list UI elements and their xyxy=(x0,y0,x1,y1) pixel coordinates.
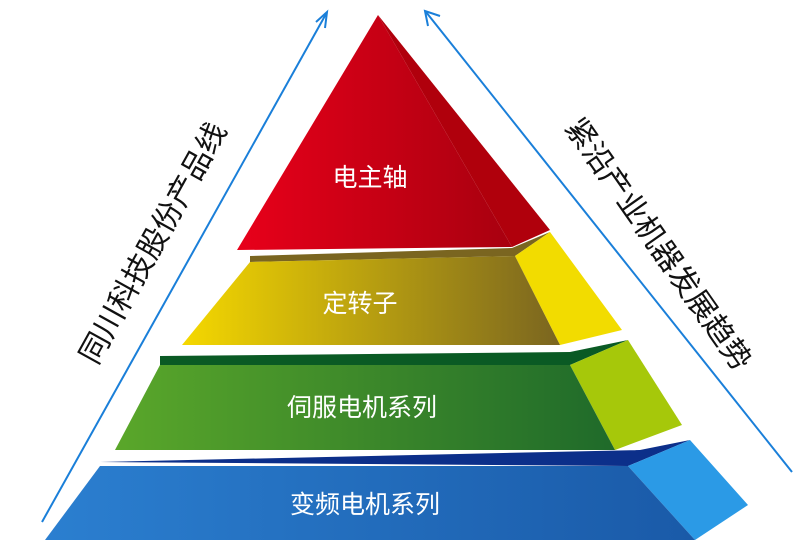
layer-servo-motor xyxy=(115,340,682,450)
layer-label-spindle: 电主轴 xyxy=(332,163,407,192)
left-arrow xyxy=(41,9,329,523)
layer-label-servo-motor: 伺服电机系列 xyxy=(287,393,437,422)
layer-label-inverter-motor: 变频电机系列 xyxy=(290,490,440,519)
layer-inverter-motor xyxy=(45,440,748,540)
layer-spindle xyxy=(237,15,550,250)
right-arrow xyxy=(423,9,793,473)
layer-label-stator-rotor: 定转子 xyxy=(322,289,397,318)
layer-stator-rotor xyxy=(182,232,622,345)
